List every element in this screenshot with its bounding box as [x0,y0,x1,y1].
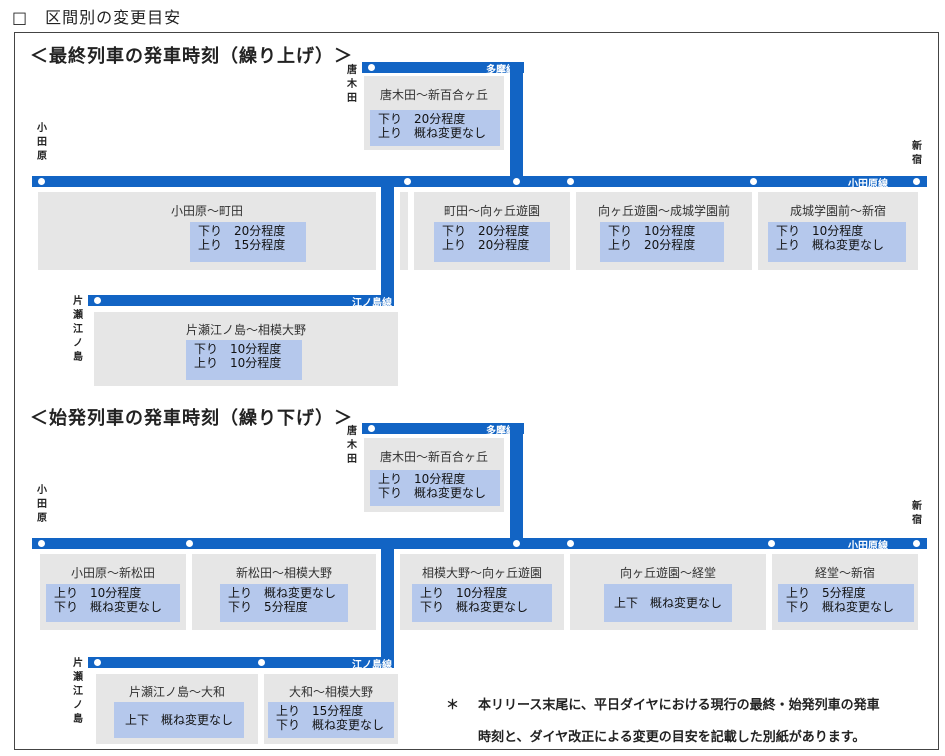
first-karakida-label: 唐 木 田 [347,426,357,465]
last-section-mukogaoka-seijo-change: 下り 10分程度 上り 20分程度 [600,222,724,262]
last-section-odawara-machida-name: 小田原～町田 [170,204,243,218]
last-section-seijo-shinjuku-change: 下り 10分程度 上り 概ね変更なし [768,222,906,262]
first-odawara-station-dot [38,540,45,547]
first-section-katase-yamato-name: 片瀬江ノ島～大和 [128,685,225,699]
last-section-machida-mukogaoka-name: 町田～向ヶ丘遊園 [443,204,540,218]
first-section-odawara-shinmatsuda-name: 小田原～新松田 [70,566,155,580]
first-section-katase-yamato-change: 上下 概ね変更なし [114,702,244,738]
first-section-kyodo-shinjuku-name: 経堂～新宿 [814,566,875,580]
first-section-mukogaoka-kyodo-change: 上下 概ね変更なし [604,584,732,622]
last-section-katase-change: 下り 10分程度 上り 10分程度 [186,340,302,380]
last-section-karakida-name: 唐木田～新百合ヶ丘 [379,88,488,102]
first-train-title: ＜始発列車の発車時刻（繰り下げ）＞ [30,408,353,429]
content-frame [14,32,939,750]
first-katase-label: 片 瀬 江 ノ 島 [73,658,83,725]
first-section-kyodo-shinjuku-change: 上り 5分程度 下り 概ね変更なし [778,584,914,622]
last-enoshima-line-label: 江ノ島線 [352,298,392,309]
first-section-mukogaoka-kyodo-name: 向ヶ丘遊園～経堂 [619,566,716,580]
last-seijo-station-dot [750,178,757,185]
last-mukogaokayuen-station-dot [567,178,574,185]
last-section-machida-mukogaoka-change: 下り 20分程度 上り 20分程度 [434,222,550,262]
first-shinjuku-station-dot [913,540,920,547]
first-shinyurigaoka-station-dot [513,540,520,547]
last-odakyu-line-label: 小田原線 [848,179,888,190]
first-section-yamato-sagamiono-change: 上り 15分程度 下り 概ね変更なし [268,702,394,738]
last-section-karakida-change: 下り 20分程度 上り 概ね変更なし [370,110,500,146]
last-section-divider [400,192,408,270]
last-odawara-label: 小 田 原 [37,123,47,162]
first-section-shinmatsuda-sagamiono-name: 新松田～相模大野 [235,566,332,580]
last-enoshima-line-bar [88,295,394,306]
first-tama-line-bar [362,423,524,434]
last-section-mukogaoka-seijo-name: 向ヶ丘遊園～成城学園前 [597,204,730,218]
first-enoshima-line-bar [88,657,394,668]
footnote-line-2: 時刻と、ダイヤ改正による変更の目安を記載した別紙があります。 [478,730,866,745]
last-shinjuku-station-dot [913,178,920,185]
first-kyodo-station-dot [768,540,775,547]
first-mukogaokayuen-station-dot [567,540,574,547]
last-odawara-station-dot [38,178,45,185]
last-katase-station-dot [94,297,101,304]
last-shinjuku-label: 新 宿 [912,141,922,166]
last-odakyu-line-bar [32,176,927,187]
footnote-line-1: 本リリース末尾に、平日ダイヤにおける現行の最終・始発列車の発車 [478,698,880,713]
first-shinjuku-label: 新 宿 [912,501,922,526]
last-katase-label: 片 瀬 江 ノ 島 [73,296,83,363]
last-enoshima-line-vertical [381,176,394,306]
last-section-seijo-shinjuku-name: 成城学園前～新宿 [789,204,886,218]
last-karakida-label: 唐 木 田 [347,65,357,104]
first-section-sagamiono-mukogaoka-name: 相模大野～向ヶ丘遊園 [421,566,542,580]
first-odawara-label: 小 田 原 [37,485,47,524]
last-shinyurigaoka-station-dot [513,178,520,185]
first-shinmatsuda-station-dot [186,540,193,547]
last-tama-line-bar [362,62,524,73]
last-tama-line-vertical [510,62,523,182]
first-section-odawara-shinmatsuda-change: 上り 10分程度 下り 概ね変更なし [46,584,180,622]
last-train-title: ＜最終列車の発車時刻（繰り上げ）＞ [30,46,353,67]
first-tama-line-label: 多摩線 [486,426,516,437]
first-section-yamato-sagamiono-name: 大和～相模大野 [288,685,373,699]
first-karakida-station-dot [368,425,375,432]
last-section-odawara-machida-change: 下り 20分程度 上り 15分程度 [190,222,306,262]
last-tama-line-label: 多摩線 [486,65,516,76]
page-title: □ 区間別の変更目安 [12,8,182,27]
first-section-sagamiono-mukogaoka-change: 上り 10分程度 下り 概ね変更なし [412,584,552,622]
first-katase-station-dot [94,659,101,666]
first-section-shinmatsuda-sagamiono-change: 上り 概ね変更なし 下り 5分程度 [220,584,348,622]
last-sagamiono-station-dot [404,178,411,185]
first-odakyu-line-bar [32,538,927,549]
first-odakyu-line-label: 小田原線 [848,541,888,552]
first-enoshima-line-vertical [381,538,394,668]
footnote-mark: ＊ [446,698,460,713]
first-enoshima-line-label: 江ノ島線 [352,660,392,671]
first-section-karakida-change: 上り 10分程度 下り 概ね変更なし [370,470,500,506]
last-karakida-station-dot [368,64,375,71]
first-yamato-station-dot [258,659,265,666]
last-section-katase-name: 片瀬江ノ島～相模大野 [185,323,306,337]
first-tama-line-vertical [510,423,523,545]
first-section-karakida-name: 唐木田～新百合ヶ丘 [379,450,488,464]
